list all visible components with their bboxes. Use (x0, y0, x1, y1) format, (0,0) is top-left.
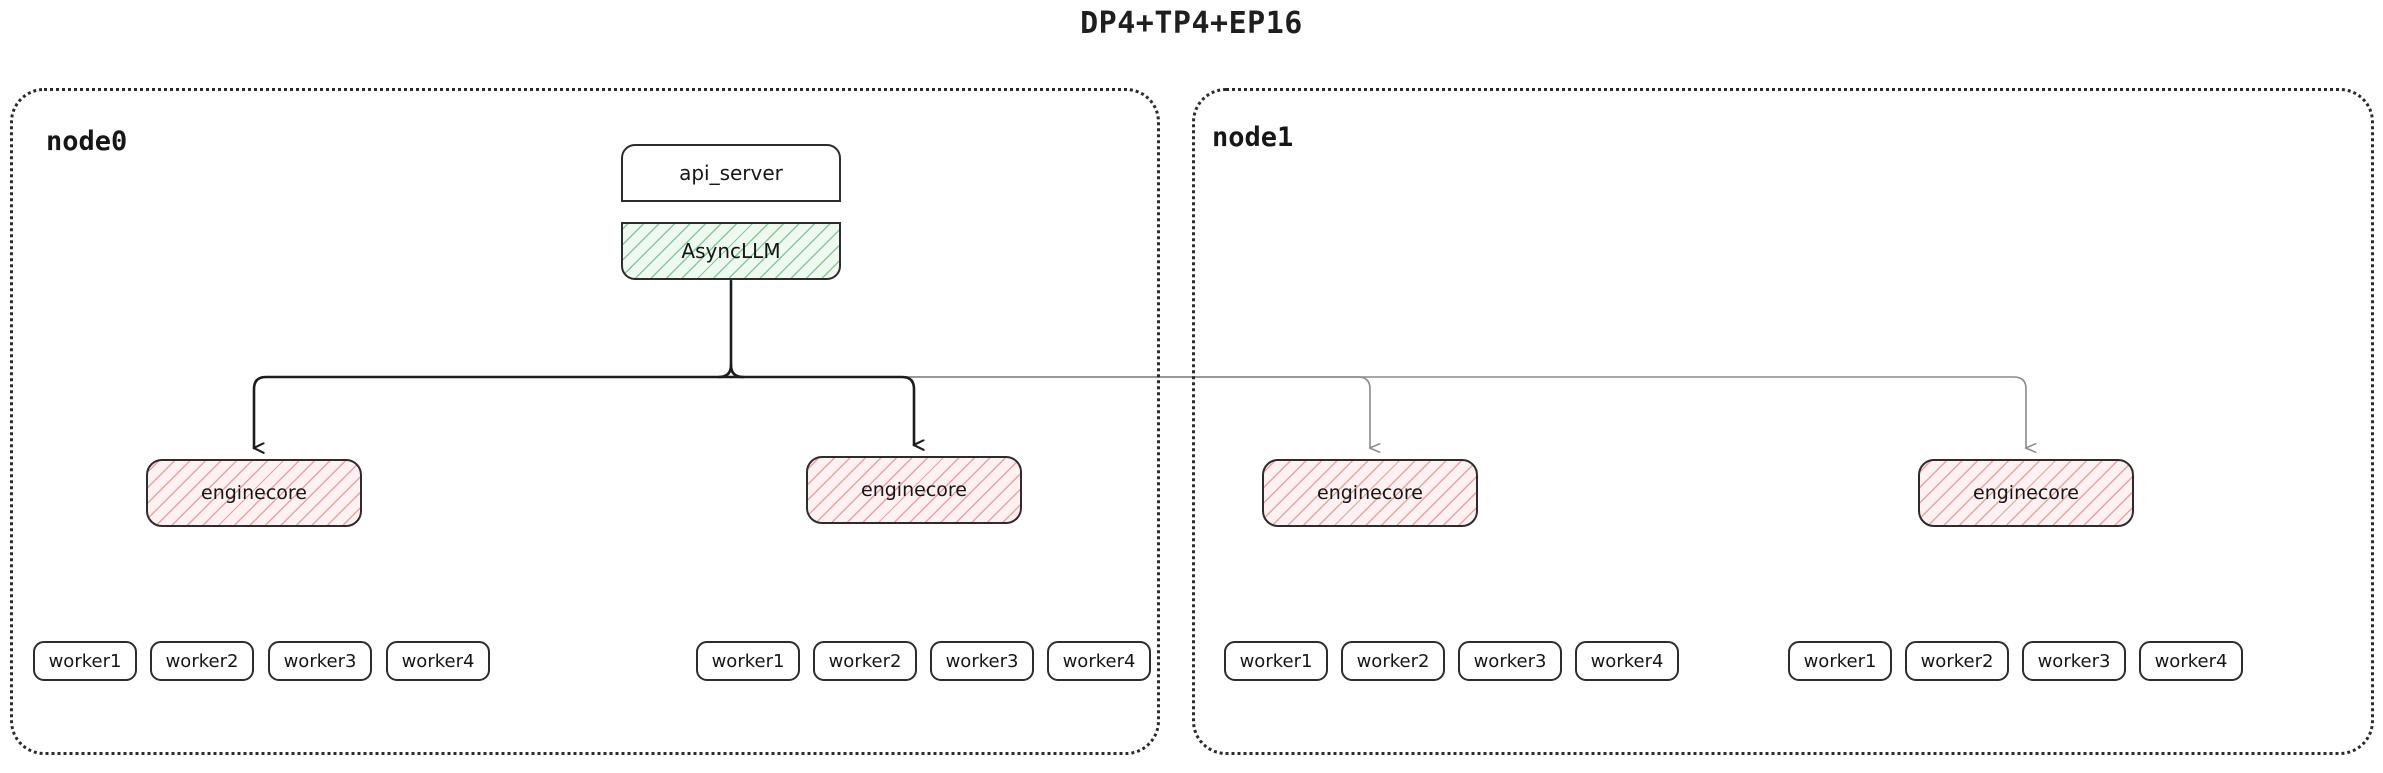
enginecore-label: enginecore (1317, 482, 1423, 504)
worker-node[interactable]: worker1 (1788, 641, 1892, 681)
worker-label: worker2 (828, 650, 902, 672)
worker-node[interactable]: worker3 (268, 641, 372, 681)
worker-node[interactable]: worker2 (150, 641, 254, 681)
worker-node[interactable]: worker4 (1047, 641, 1151, 681)
worker-label: worker4 (401, 650, 475, 672)
enginecore-node[interactable]: enginecore (1262, 459, 1478, 527)
worker-node[interactable]: worker2 (1341, 641, 1445, 681)
worker-node[interactable]: worker3 (930, 641, 1034, 681)
worker-label: worker1 (48, 650, 122, 672)
page-title: DP4+TP4+EP16 (1080, 6, 1303, 41)
worker-label: worker3 (2037, 650, 2111, 672)
worker-node[interactable]: worker1 (1224, 641, 1328, 681)
worker-label: worker1 (1239, 650, 1313, 672)
worker-label: worker4 (2154, 650, 2228, 672)
worker-label: worker1 (1803, 650, 1877, 672)
enginecore-node[interactable]: enginecore (806, 456, 1022, 524)
api-server-node[interactable]: api_server (621, 144, 841, 202)
node-container-node1 (1192, 88, 2374, 755)
worker-label: worker2 (1920, 650, 1994, 672)
node-label-node0: node0 (46, 126, 128, 157)
api-server-label: api_server (679, 161, 783, 185)
worker-node[interactable]: worker2 (1905, 641, 2009, 681)
worker-node[interactable]: worker3 (1458, 641, 1562, 681)
enginecore-label: enginecore (861, 479, 967, 501)
worker-label: worker3 (945, 650, 1019, 672)
worker-node[interactable]: worker4 (1575, 641, 1679, 681)
async-llm-node[interactable]: AsyncLLM (621, 222, 841, 280)
worker-label: worker2 (1356, 650, 1430, 672)
worker-label: worker3 (283, 650, 357, 672)
worker-label: worker3 (1473, 650, 1547, 672)
enginecore-node[interactable]: enginecore (146, 459, 362, 527)
worker-node[interactable]: worker3 (2022, 641, 2126, 681)
worker-label: worker4 (1062, 650, 1136, 672)
enginecore-label: enginecore (201, 482, 307, 504)
worker-node[interactable]: worker1 (696, 641, 800, 681)
enginecore-label: enginecore (1973, 482, 2079, 504)
node-container-node0 (10, 88, 1160, 755)
worker-node[interactable]: worker1 (33, 641, 137, 681)
worker-node[interactable]: worker4 (2139, 641, 2243, 681)
async-llm-label: AsyncLLM (681, 239, 781, 263)
worker-node[interactable]: worker4 (386, 641, 490, 681)
worker-node[interactable]: worker2 (813, 641, 917, 681)
worker-label: worker2 (165, 650, 239, 672)
enginecore-node[interactable]: enginecore (1918, 459, 2134, 527)
worker-label: worker4 (1590, 650, 1664, 672)
worker-label: worker1 (711, 650, 785, 672)
node-label-node1: node1 (1212, 122, 1294, 153)
